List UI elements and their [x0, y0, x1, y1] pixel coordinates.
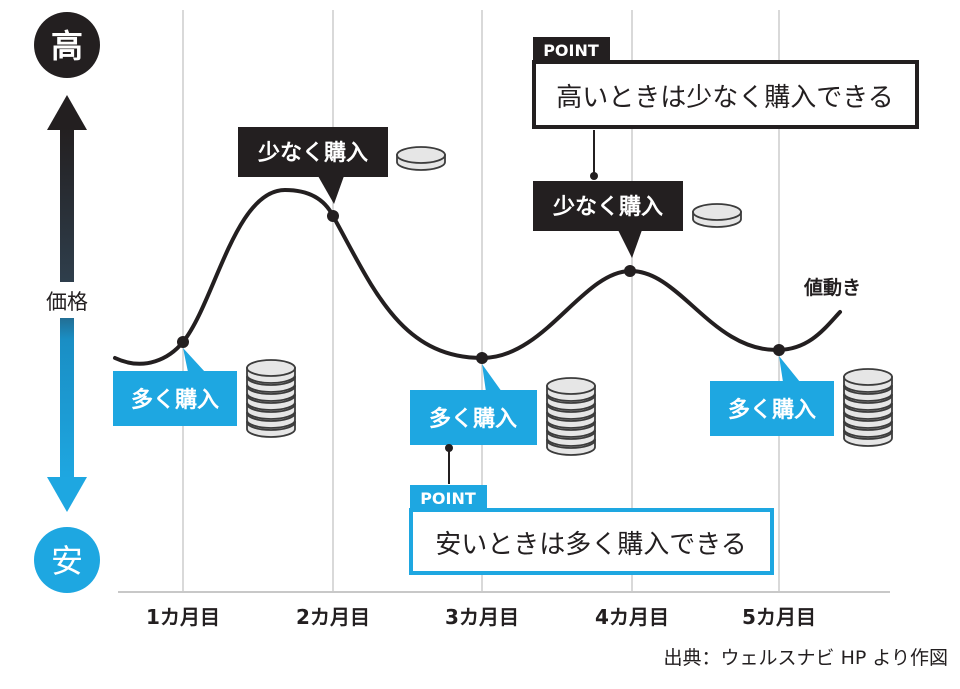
curve-point-month-5 — [773, 344, 785, 356]
callout-label: 多く購入 — [429, 406, 517, 432]
curve-label: 値動き — [803, 277, 861, 299]
price-label-bg — [38, 282, 96, 318]
callout-label: 少なく購入 — [552, 195, 663, 220]
callout-buy-more-month-1: 多く購入 — [113, 348, 237, 426]
curve-point-month-4 — [624, 265, 636, 277]
coin-top — [246, 359, 296, 377]
callout-buy-more-month-5: 多く購入 — [710, 356, 834, 436]
point-text-high: 高いときは少なく購入できる — [556, 83, 893, 113]
point-tag-label: POINT — [420, 489, 476, 508]
callout-label: 多く購入 — [131, 387, 219, 413]
callout-label: 多く購入 — [728, 397, 816, 423]
coin-top — [843, 368, 893, 386]
point-box-low: POINT 安いときは多く購入できる — [409, 444, 774, 575]
callout-buy-more-month-3: 多く購入 — [410, 364, 537, 445]
coin-top — [692, 203, 742, 221]
coin-stack-tall-month-5 — [843, 368, 893, 447]
curve-point-month-3 — [476, 352, 488, 364]
source-note: 出典：ウェルスナビ HP より作図 — [664, 647, 948, 669]
callout-buy-less-month-4: 少なく購入 — [533, 181, 683, 258]
low-price-badge — [34, 527, 100, 593]
coin-stacks — [246, 146, 893, 456]
price-curve — [113, 187, 842, 366]
coin-top — [396, 146, 446, 164]
point-box-high: POINT 高いときは少なく購入できる — [532, 37, 919, 180]
coin-flat-month-4 — [692, 203, 742, 228]
month-labels: 1カ月目 2カ月目 3カ月目 4カ月目 5カ月目 — [146, 605, 816, 629]
month-label-5: 5カ月目 — [742, 605, 816, 629]
month-label-2: 2カ月目 — [296, 605, 370, 629]
point-tag-label: POINT — [543, 41, 599, 60]
low-price-label: 安 — [51, 542, 83, 580]
point-text-low: 安いときは多く購入できる — [435, 530, 746, 560]
point-tag-low — [410, 485, 487, 510]
high-price-label: 高 — [51, 27, 83, 65]
month-label-4: 4カ月目 — [595, 605, 669, 629]
high-price-badge — [34, 12, 100, 78]
coin-stack-tall-month-3 — [546, 377, 596, 456]
coin-stack-tall-month-1 — [246, 359, 296, 438]
callout-label: 少なく購入 — [257, 141, 368, 166]
coin-top — [546, 377, 596, 395]
callout-buy-less-month-2: 少なく購入 — [238, 127, 388, 204]
curve-point-month-1 — [177, 336, 189, 348]
month-label-3: 3カ月目 — [445, 605, 519, 629]
curve-point-month-2 — [327, 210, 339, 222]
coin-flat-month-2 — [396, 146, 446, 171]
price-axis-label: 価格 — [46, 290, 88, 314]
price-arrow-down-head — [47, 477, 87, 512]
month-label-1: 1カ月目 — [146, 605, 220, 629]
point-tag-high — [533, 37, 610, 62]
price-arrow-up-head — [47, 95, 87, 130]
